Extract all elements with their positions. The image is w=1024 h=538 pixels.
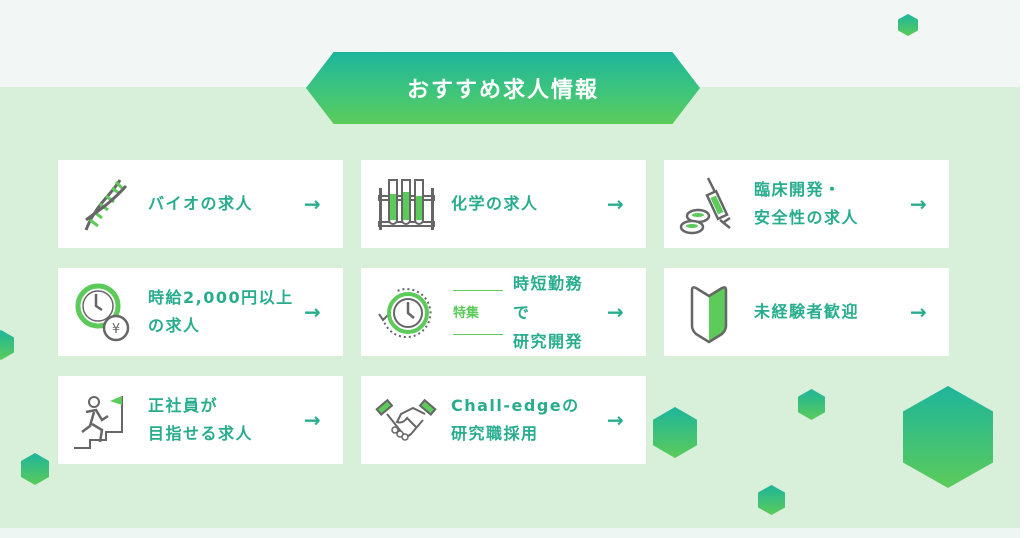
divider: [453, 334, 503, 335]
card-chemistry-jobs[interactable]: 化学の求人 →: [361, 160, 646, 248]
section-title-banner: おすすめ求人情報: [306, 52, 700, 124]
climbing-flag-icon: [74, 396, 123, 449]
bottom-strip: [0, 528, 1020, 538]
hexagon-decoration: [0, 330, 14, 360]
test-tubes-icon: [378, 179, 435, 230]
feature-badge-label: 特集: [453, 306, 480, 321]
arrow-right-icon: →: [304, 192, 321, 216]
clock-yen-icon: ¥: [75, 283, 130, 342]
feature-badge: 特集: [453, 288, 503, 336]
card-hourly-wage-jobs[interactable]: ¥ 時給2,000円以上 の求人 →: [58, 268, 343, 356]
arrow-right-icon: →: [304, 300, 321, 324]
hexagon-decoration: [898, 14, 918, 36]
arrow-right-icon: →: [607, 192, 624, 216]
card-label: 臨床開発・ 安全性の求人: [754, 180, 860, 227]
hexagon-decoration: [21, 453, 49, 485]
card-short-hours-feature[interactable]: 特集 時短勤務 で 研究開発 →: [361, 268, 646, 356]
card-label: 化学の求人: [451, 194, 539, 213]
hexagon-decoration: [903, 386, 993, 488]
card-label: バイオの求人: [148, 194, 254, 213]
card-inexperienced-welcome[interactable]: 未経験者歓迎 →: [664, 268, 949, 356]
card-label: 時給2,000円以上 の求人: [148, 288, 294, 335]
arrow-right-icon: →: [910, 192, 927, 216]
handshake-icon: [375, 398, 437, 441]
arrow-right-icon: →: [607, 408, 624, 432]
beginner-mark-icon: [690, 286, 728, 344]
syringe-pills-icon: [679, 177, 731, 235]
card-clinical-jobs[interactable]: 臨床開発・ 安全性の求人 →: [664, 160, 949, 248]
card-chall-edge-research[interactable]: Chall-edgeの 研究職採用 →: [361, 376, 646, 464]
arrow-right-icon: →: [910, 300, 927, 324]
card-full-time-path-jobs[interactable]: 正社員が 目指せる求人 →: [58, 376, 343, 464]
card-label: 未経験者歓迎: [754, 302, 860, 321]
arrow-right-icon: →: [607, 300, 624, 324]
clock-cycle-icon: [378, 288, 432, 339]
section-title: おすすめ求人情報: [406, 78, 599, 103]
svg-text:¥: ¥: [112, 322, 120, 337]
card-label: Chall-edgeの 研究職採用: [451, 396, 580, 443]
arrow-right-icon: →: [304, 408, 321, 432]
card-label: 正社員が 目指せる求人: [148, 396, 254, 443]
hexagon-decoration: [758, 485, 785, 515]
card-label: 時短勤務 で 研究開発: [513, 273, 584, 351]
dna-icon: [84, 179, 128, 231]
divider: [453, 290, 503, 291]
right-edge: [1020, 0, 1024, 538]
card-bio-jobs[interactable]: バイオの求人 →: [58, 160, 343, 248]
